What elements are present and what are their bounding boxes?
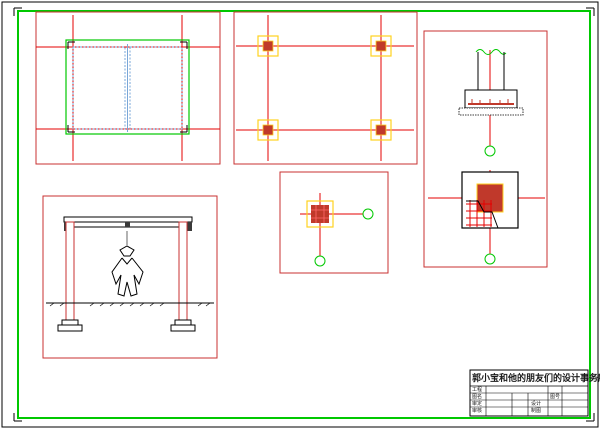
field-reviewed-label: 审核 (472, 407, 482, 414)
panel-elevation (42, 195, 218, 359)
ground-hatch (49, 302, 211, 307)
footing-plan (428, 170, 545, 265)
title-block: 郭小宝和他的朋友们的设计事务所 工程 图名 审定 审核 设计 制图 图号 (469, 369, 600, 417)
field-project-label: 工程 (472, 386, 482, 393)
axis-lines (236, 15, 414, 161)
blinding-layer (458, 107, 524, 116)
footing-b1 (257, 119, 279, 141)
panel-frame (233, 11, 418, 165)
drawing-frame (17, 10, 591, 419)
column-footings (257, 35, 392, 141)
axis-bubble (314, 255, 326, 267)
rebar-ties (311, 205, 329, 223)
designer-label: 设计 (531, 400, 541, 407)
column-core (311, 205, 329, 223)
panel-column-section (279, 171, 389, 274)
panel-frame (423, 30, 548, 268)
drawing-no-label: 图号 (550, 394, 560, 400)
roof-corner-brackets (67, 41, 188, 133)
glass-panes (72, 46, 183, 130)
columns (65, 221, 188, 321)
column-outline (306, 200, 334, 228)
axis-bubble (484, 253, 496, 265)
cut-line (466, 200, 499, 229)
panel-frame (35, 11, 221, 165)
footings (57, 319, 196, 332)
panel-frame (42, 195, 218, 359)
frame-corner-ticks (13, 7, 595, 422)
roof-outline (65, 39, 190, 135)
firm-name: 郭小宝和他的朋友们的设计事务所 (472, 372, 600, 384)
footing-pad (464, 89, 518, 109)
rebar-stubs (471, 99, 509, 104)
drafter-label: 制图 (531, 407, 541, 414)
rebar-grid (466, 200, 492, 227)
field-drawing-name-label: 图名 (472, 393, 482, 400)
roof-slab (63, 216, 193, 223)
column-section (476, 183, 504, 213)
axis-bubble (484, 145, 496, 157)
panel-foundation-details (423, 30, 548, 268)
hanging-beam (125, 222, 130, 227)
panel-column-plan (233, 11, 418, 165)
axis-bubble (362, 208, 374, 220)
panel-roof-plan (35, 11, 221, 165)
panel-frame (279, 171, 389, 274)
footing-a2 (370, 35, 392, 57)
field-approved-label: 审定 (472, 400, 482, 407)
footing-a1 (257, 35, 279, 57)
break-line (475, 49, 507, 55)
footing-section (458, 49, 524, 157)
person-figure (111, 245, 144, 297)
footing-b2 (370, 119, 392, 141)
